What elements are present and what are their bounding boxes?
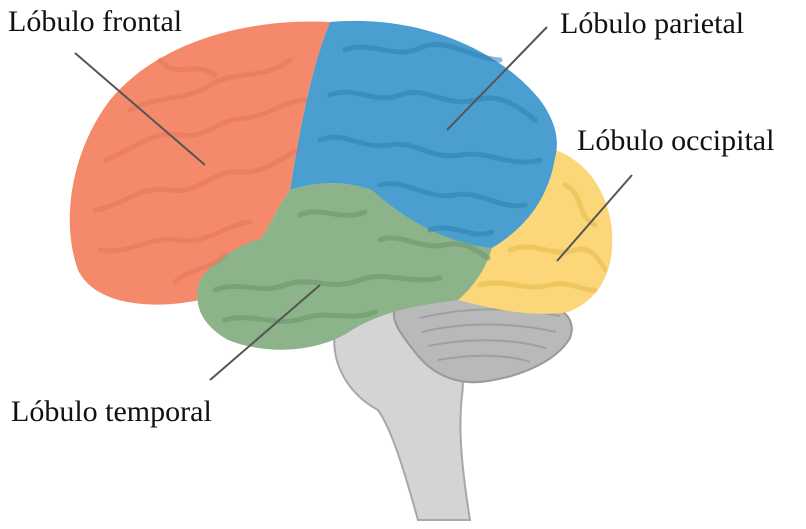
parietal-lobe [290, 20, 557, 249]
parietal-lobe-label: Lóbulo parietal [560, 7, 744, 40]
temporal-lobe [197, 183, 492, 350]
frontal-lobe [69, 21, 330, 305]
temporal-lobe-label: Lóbulo temporal [11, 395, 212, 428]
frontal-lobe-label: Lóbulo frontal [8, 5, 182, 38]
frontal-gyri [92, 57, 308, 285]
temporal-gyri [212, 209, 491, 324]
frontal-leader-line [74, 52, 206, 166]
occipital-leader-line [556, 174, 633, 262]
occipital-lobe-label: Lóbulo occipital [577, 124, 774, 157]
temporal-leader-line [209, 284, 321, 381]
parietal-leader-line [446, 26, 548, 131]
parietal-gyri [317, 41, 543, 237]
